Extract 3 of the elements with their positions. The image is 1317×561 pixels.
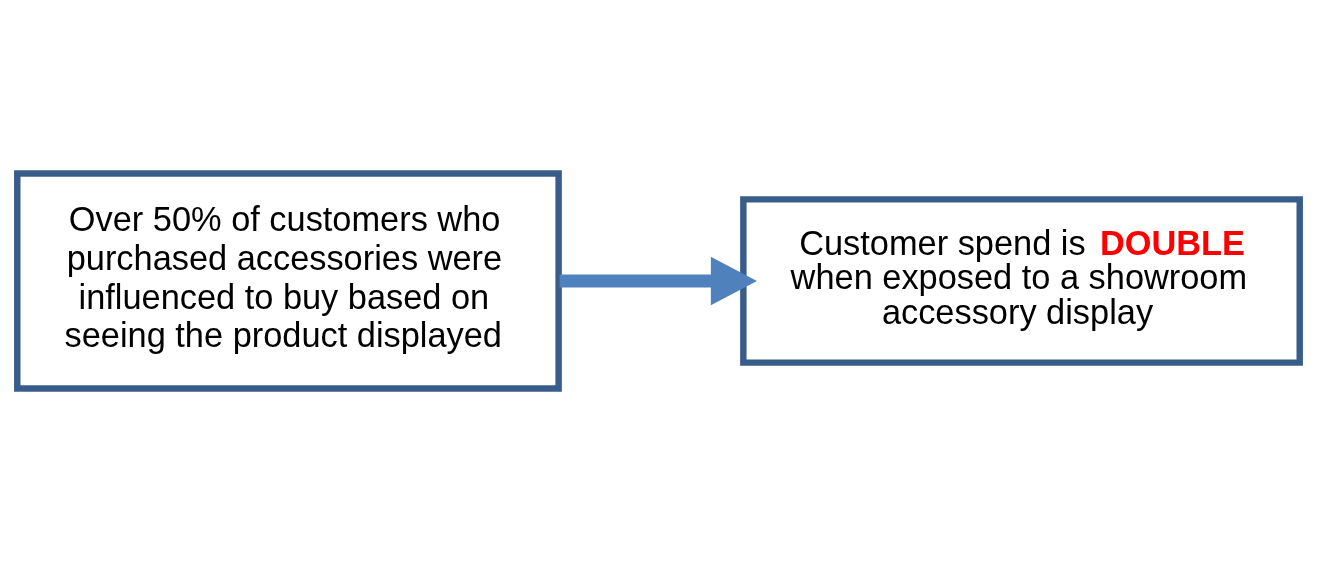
- arrow: [559, 256, 757, 305]
- node-box: Customer spend is DOUBLE when exposed to a showroom accessory display: [740, 195, 1303, 366]
- node-box: Over 50% of customers who purchased accessories were influenced to buy based on seeing the product displayed: [14, 169, 562, 392]
